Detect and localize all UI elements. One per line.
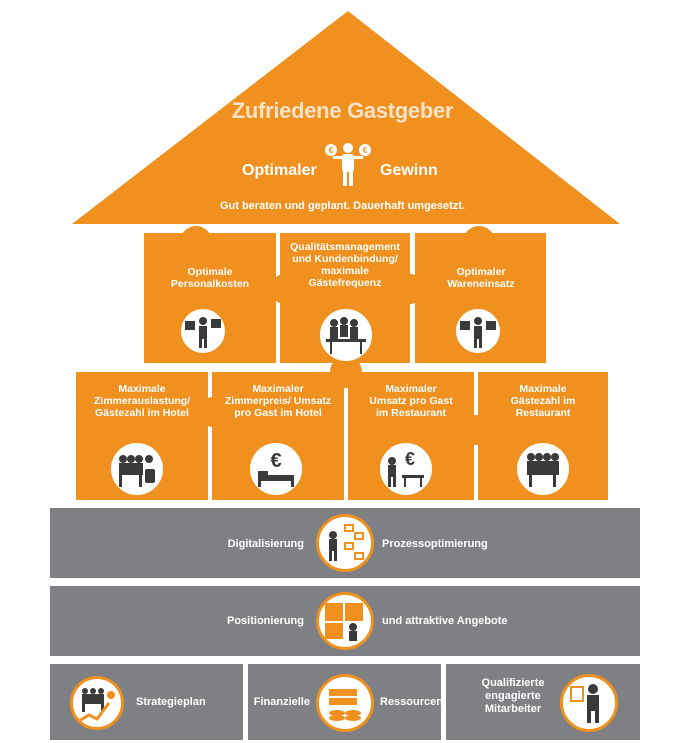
person-with-charts-icon [178, 306, 228, 356]
roof-right-word: Gewinn [380, 162, 438, 179]
svg-text:€: € [329, 146, 334, 155]
hotel-guests-icon [108, 440, 166, 498]
roof-left-word: Optimaler [242, 162, 317, 179]
band-2-left: Positionierung [227, 615, 304, 627]
lower-piece-label-2: Maximaler Zimmerpreis/ Umsatz pro Gast i… [224, 383, 332, 419]
puzzle-person-icon [316, 592, 374, 650]
person-with-goods-icon [453, 306, 503, 356]
roof-title: Zufriedene Gastgeber [231, 98, 454, 123]
person-with-money-bags-icon: € € [325, 143, 371, 186]
foundation-3-label: Qualifizierte engagierte Mitarbeiter [481, 677, 545, 715]
employee-icon [560, 674, 618, 732]
foundation-2-left: Finanzielle [253, 696, 310, 708]
euro-waiter-icon: € [377, 440, 435, 498]
foundation-1-label: Strategieplan [136, 696, 206, 708]
roof-subtitle: Gut beraten und geplant. Dauerhaft umges… [219, 200, 466, 212]
upper-piece-label-1: Optimale Personalkosten [170, 266, 250, 290]
upper-piece-label-3: Optimaler Wareneinsatz [447, 266, 515, 290]
band-2-right: und attraktive Angebote [382, 615, 508, 627]
foundation-2-right: Ressourcen [380, 696, 443, 708]
roof [72, 11, 620, 224]
lower-piece-label-1: Maximale Zimmerauslastung/ Gästezahl im … [93, 383, 191, 419]
upper-puzzle-row [144, 226, 546, 388]
band-1-right: Prozessoptimierung [382, 538, 488, 550]
band-1-left: Digitalisierung [227, 538, 304, 550]
upper-piece-label-2: Qualitätsmanagement und Kundenbindung/ m… [290, 241, 400, 289]
growth-team-icon [70, 676, 124, 730]
svg-text:€: € [270, 450, 281, 472]
euro-bed-icon: € [247, 440, 305, 498]
process-chart-icon [316, 514, 374, 572]
svg-text:€: € [405, 449, 415, 469]
guests-at-counter-icon [317, 306, 375, 364]
lower-piece-label-4: Maximale Gästezahl im Restaurant [510, 383, 576, 419]
money-stack-icon [316, 674, 374, 732]
lower-piece-label-3: Maximaler Umsatz pro Gast im Restaurant [369, 383, 453, 419]
restaurant-guests-icon [514, 440, 572, 498]
svg-text:€: € [363, 146, 368, 155]
